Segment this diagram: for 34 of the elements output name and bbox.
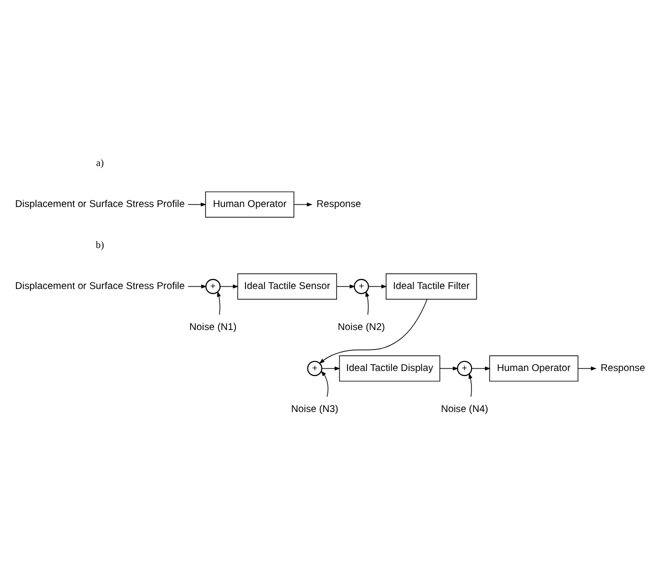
arrow [468, 372, 472, 397]
arrow [336, 284, 356, 288]
node-text: Response [600, 362, 646, 374]
node-box: Ideal Tactile Sensor [237, 272, 337, 300]
node-text: Noise (N4) [440, 404, 488, 415]
node-circle: + [456, 360, 472, 376]
node-text: Response [316, 198, 362, 210]
label: a) [96, 158, 104, 169]
arrow [368, 284, 387, 288]
label: b) [96, 240, 104, 251]
node-text: Noise (N1) [189, 322, 237, 333]
arrow [578, 366, 597, 370]
node-box: Ideal Tactile Display [339, 354, 440, 382]
arrow [365, 290, 370, 315]
arrow [294, 202, 312, 206]
arrow [322, 366, 340, 370]
node-text: Noise (N2) [338, 322, 385, 333]
node-box: Human Operator [489, 354, 578, 382]
node-circle: + [354, 278, 369, 294]
node-circle: + [205, 278, 221, 294]
node-box: Human Operator [205, 190, 294, 218]
arrow [472, 366, 491, 370]
node-circle: + [307, 360, 322, 376]
arrow [188, 284, 207, 288]
arrow [440, 366, 459, 370]
arrow [318, 298, 428, 364]
arrow [320, 370, 328, 397]
node-text: Displacement or Surface Stress Profile [15, 198, 185, 210]
node-box: Ideal Tactile Filter [386, 272, 477, 300]
node-text: Displacement or Surface Stress Profile [15, 280, 185, 292]
arrow [217, 290, 221, 315]
arrow [188, 202, 206, 206]
arrow [220, 284, 239, 288]
node-text: Noise (N3) [291, 404, 338, 415]
